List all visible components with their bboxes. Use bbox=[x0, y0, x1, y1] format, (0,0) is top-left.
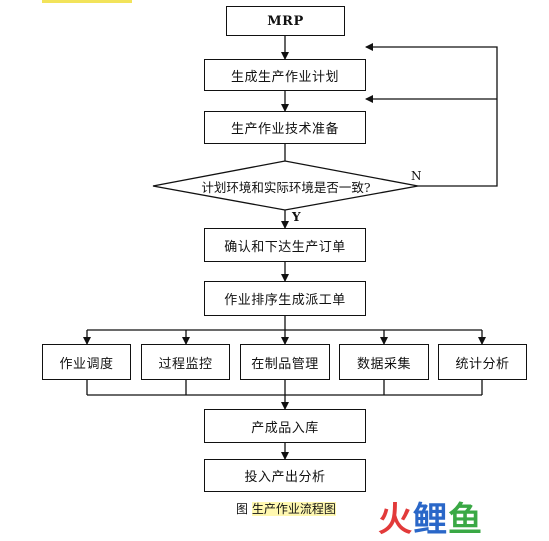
highlight-strip bbox=[42, 0, 132, 3]
watermark-part3: 鱼 bbox=[448, 500, 483, 540]
node-io-analysis: 投入产出分析 bbox=[204, 459, 366, 492]
node-data-collection: 数据采集 bbox=[339, 344, 429, 380]
caption-prefix: 图 bbox=[236, 502, 249, 516]
node-warehousing: 产成品入库 bbox=[204, 409, 366, 443]
node-wip-management: 在制品管理 bbox=[240, 344, 330, 380]
node-tech-prep: 生产作业技术准备 bbox=[204, 111, 366, 144]
edge-label-no: N bbox=[411, 169, 422, 183]
node-statistics: 统计分析 bbox=[438, 344, 527, 380]
node-mrp: MRP bbox=[226, 6, 345, 36]
node-confirm-order: 确认和下达生产订单 bbox=[204, 228, 366, 262]
node-generate-plan: 生成生产作业计划 bbox=[204, 59, 366, 91]
figure-caption: 图 生产作业流程图 bbox=[236, 500, 336, 517]
watermark-part2: 鲤 bbox=[413, 500, 448, 540]
decision-label: 计划环境和实际环境是否一致? bbox=[201, 180, 371, 195]
edge-label-yes: Y bbox=[292, 210, 301, 224]
caption-title: 生产作业流程图 bbox=[251, 502, 336, 516]
watermark-part1: 火 bbox=[378, 500, 413, 540]
node-scheduling: 作业调度 bbox=[42, 344, 131, 380]
watermark-logo: 火鲤鱼 bbox=[378, 492, 483, 541]
node-process-monitor: 过程监控 bbox=[141, 344, 230, 380]
node-dispatch: 作业排序生成派工单 bbox=[204, 281, 366, 316]
